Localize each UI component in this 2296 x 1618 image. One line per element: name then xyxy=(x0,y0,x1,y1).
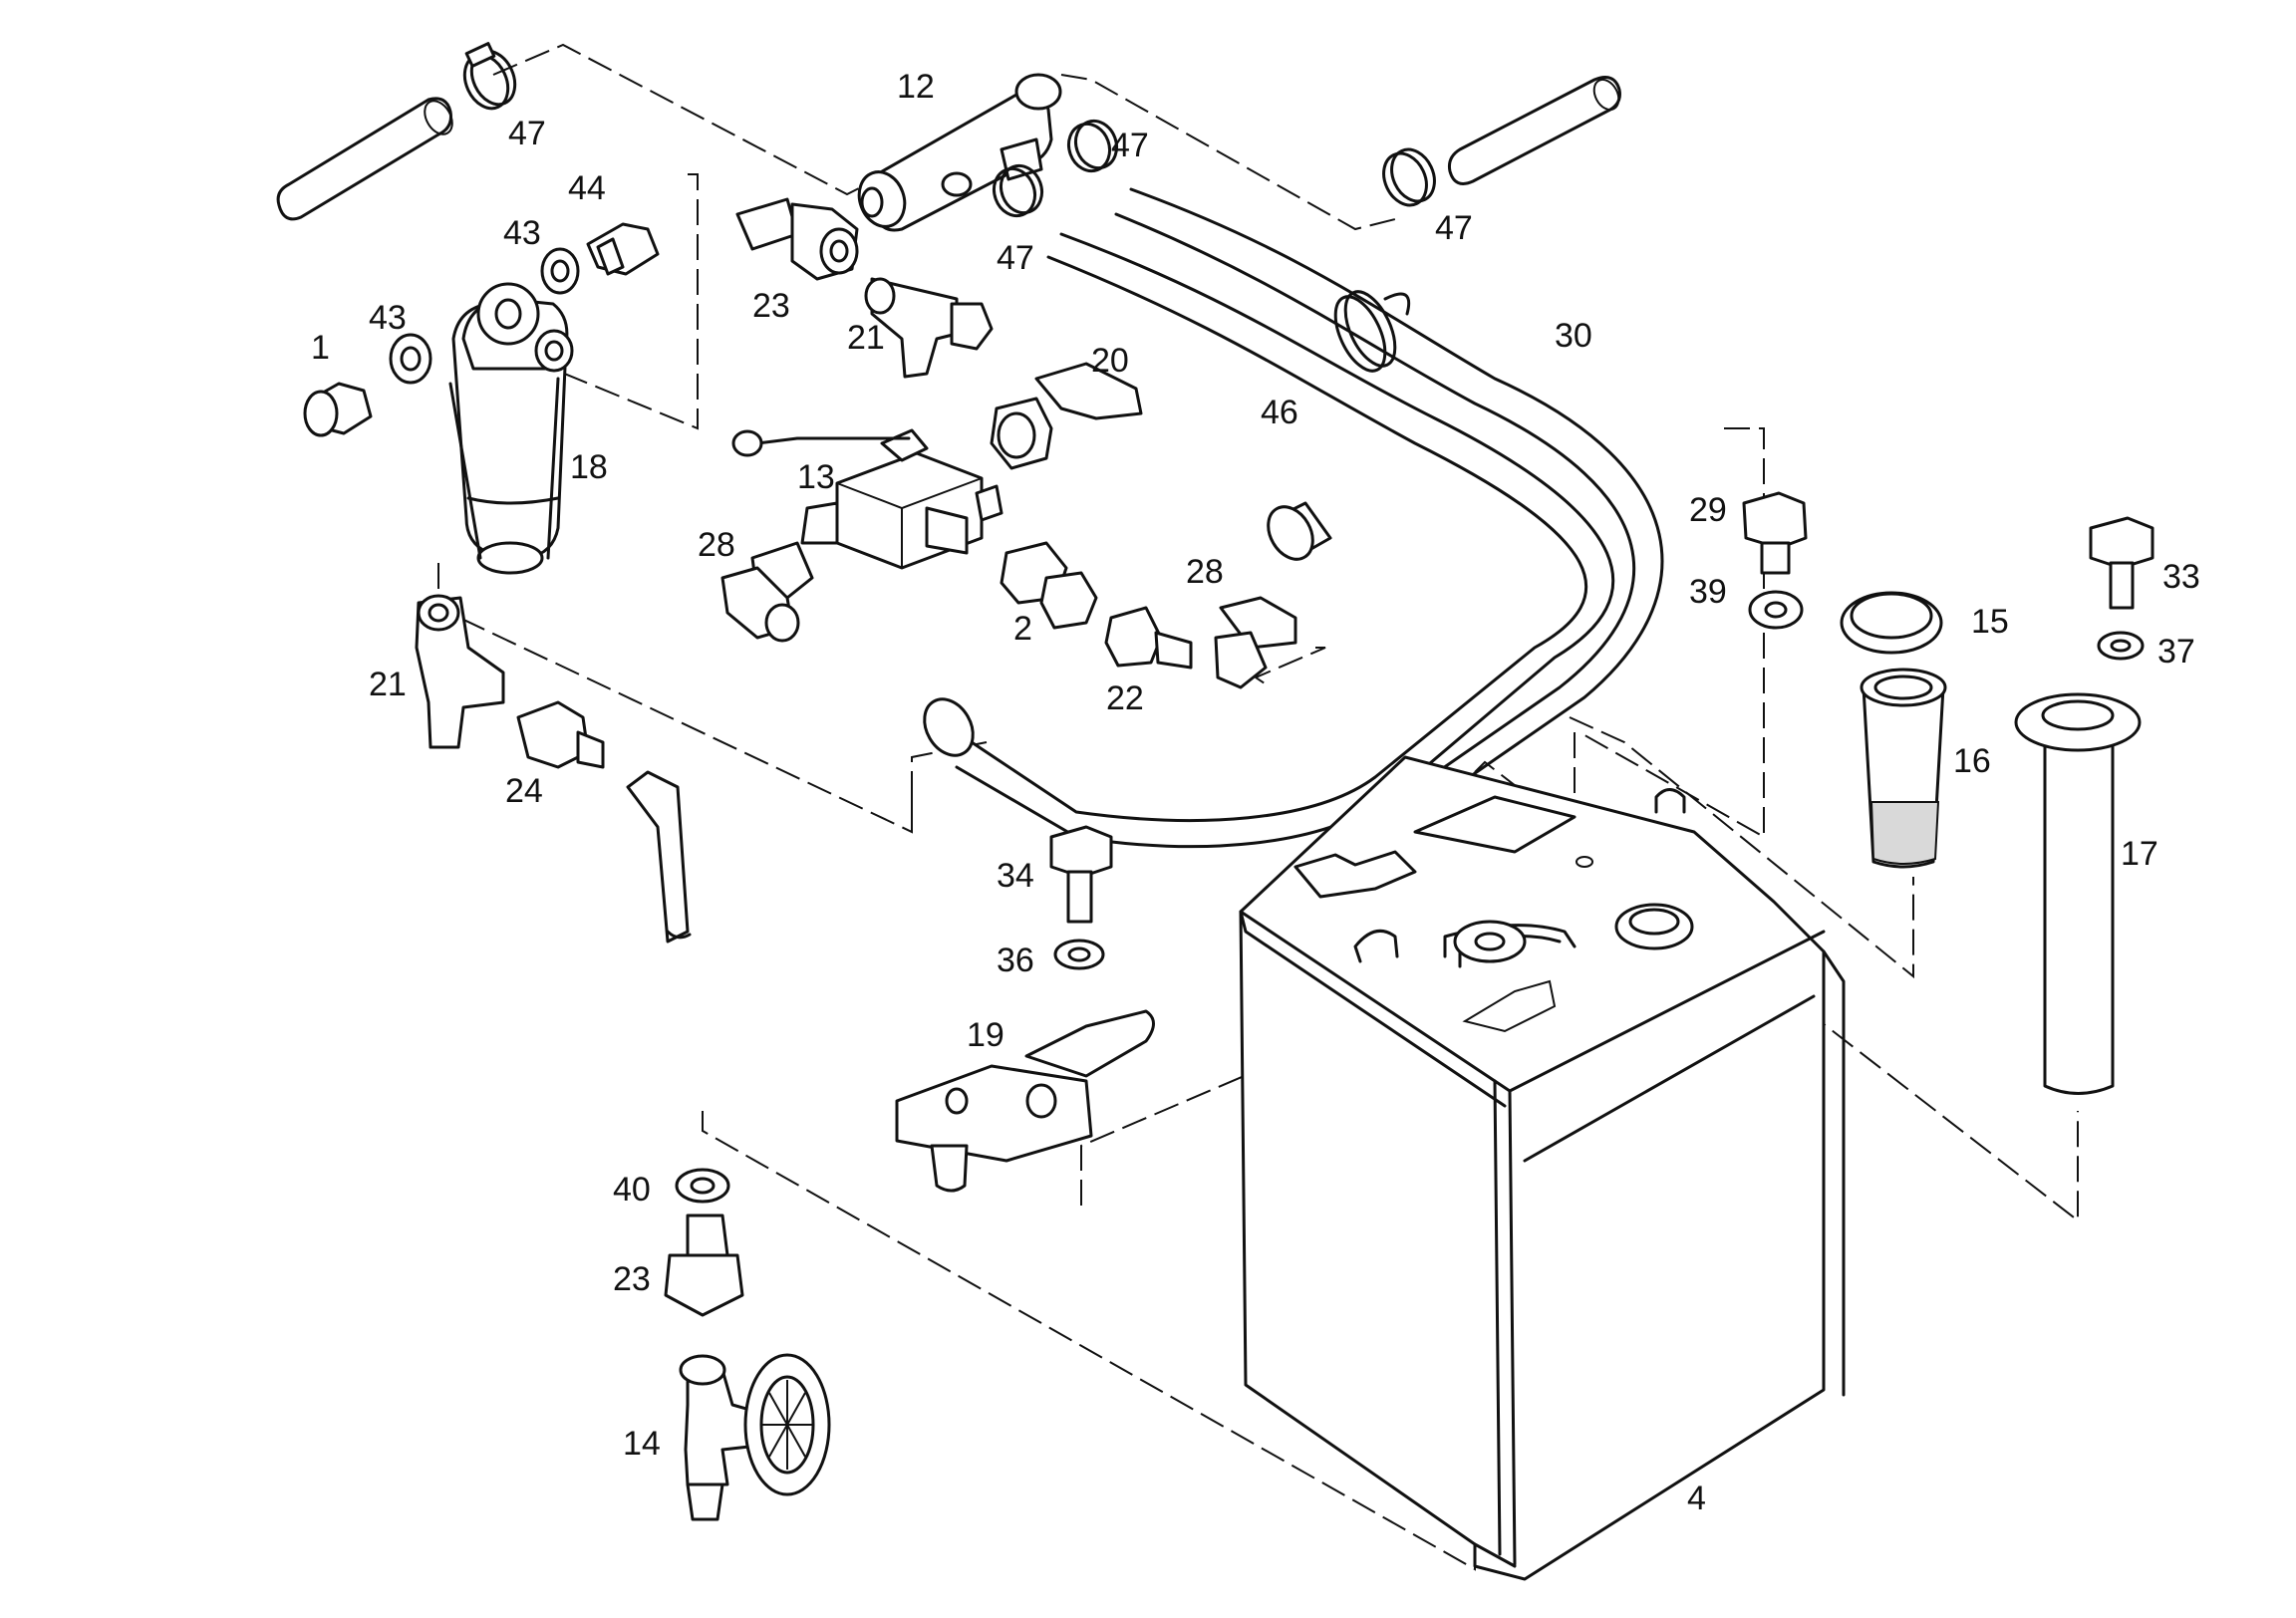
callout-39: 39 xyxy=(1689,573,1727,611)
callout-14: 14 xyxy=(623,1425,661,1463)
part-20-elbow-fitting xyxy=(990,362,1143,470)
pipe-stub xyxy=(626,770,692,944)
callout-44: 44 xyxy=(568,169,606,207)
hose-46-end-fitting-lower xyxy=(923,697,975,757)
part-19-toggle-clamp xyxy=(895,1009,1155,1193)
part-29-drain-plug xyxy=(1742,491,1808,575)
part-12-connector xyxy=(857,73,1062,232)
callout-19: 19 xyxy=(967,1016,1004,1054)
hose-upper-right xyxy=(1448,76,1621,185)
part-44-banjo-bolt xyxy=(586,222,660,276)
callout-15: 15 xyxy=(1971,603,2009,641)
callout-1: 1 xyxy=(311,329,330,367)
callout-22: 22 xyxy=(1106,679,1144,717)
callout-4: 4 xyxy=(1687,1480,1706,1517)
part-1-banjo-bolt xyxy=(303,382,373,437)
callout-43: 43 xyxy=(503,214,541,252)
hose-clamp-47-center-a xyxy=(1066,119,1119,173)
part-28-elbow-left xyxy=(720,541,814,643)
part-13-three-way-valve xyxy=(731,428,1004,570)
callout-47: 47 xyxy=(1435,209,1473,247)
part-34-bolt xyxy=(1049,825,1113,924)
hose-clamp-47-upper-left xyxy=(462,42,517,111)
part-43-washer-right xyxy=(540,247,580,295)
part-2-coupling-nut xyxy=(1000,541,1098,630)
part-28-elbow-right xyxy=(1214,596,1297,689)
part-36-lock-washer xyxy=(1053,939,1105,970)
callout-18: 18 xyxy=(570,448,608,486)
part-40-seal-washer xyxy=(675,1168,730,1204)
callout-30: 30 xyxy=(1555,317,1592,355)
hose-clamp-47-upper-right xyxy=(1382,147,1436,207)
callout-28: 28 xyxy=(698,526,735,564)
callout-36: 36 xyxy=(997,942,1034,979)
hose-clamp-47-center-b xyxy=(992,163,1044,218)
callout-28: 28 xyxy=(1186,553,1224,591)
callout-47: 47 xyxy=(997,239,1034,277)
callout-23: 23 xyxy=(752,287,790,325)
hose-bundle-clip xyxy=(1333,290,1411,373)
part-14-drain-valve xyxy=(679,1353,831,1521)
part-16-filler-strainer xyxy=(1860,668,1947,869)
hose-46-feed-line xyxy=(955,232,1615,849)
part-33-bolt xyxy=(2089,516,2154,610)
part-39-washer xyxy=(1748,590,1804,630)
part-24-fitting xyxy=(516,700,605,769)
part-23-fitting-upper xyxy=(735,197,859,281)
callout-12: 12 xyxy=(897,68,935,106)
callout-24: 24 xyxy=(505,772,543,810)
callout-labels: 47 12 47 47 47 44 43 43 1 23 21 20 30 46… xyxy=(311,68,2200,1517)
callout-40: 40 xyxy=(613,1171,651,1209)
hose-upper-left xyxy=(276,97,453,221)
callout-17: 17 xyxy=(2121,835,2158,873)
part-23-fitting-lower xyxy=(664,1214,744,1317)
part-18-fuel-filter xyxy=(448,282,574,575)
callout-16: 16 xyxy=(1953,742,1991,780)
callout-33: 33 xyxy=(2162,558,2200,596)
callout-47: 47 xyxy=(508,115,546,152)
callout-29: 29 xyxy=(1689,491,1727,529)
callout-21: 21 xyxy=(847,319,885,357)
part-21-tee-lower xyxy=(415,594,505,749)
callout-23: 23 xyxy=(613,1260,651,1298)
part-17-fuel-level-sender xyxy=(2014,692,2142,1095)
part-37-washer xyxy=(2097,631,2145,661)
part-15-filler-cap xyxy=(1840,591,1943,655)
hose-46-end-fitting-upper xyxy=(1267,501,1332,561)
hose-30-return-line xyxy=(1114,187,1664,789)
callout-47: 47 xyxy=(1111,127,1149,164)
callout-34: 34 xyxy=(997,857,1034,895)
callout-43: 43 xyxy=(369,299,407,337)
callout-21: 21 xyxy=(369,666,407,703)
part-43-washer-left xyxy=(389,333,432,385)
callout-13: 13 xyxy=(797,458,835,496)
part-4-fuel-tank xyxy=(1239,755,1846,1581)
callout-2: 2 xyxy=(1013,610,1032,648)
callout-37: 37 xyxy=(2157,633,2195,671)
part-21-tee-upper xyxy=(864,277,994,379)
callout-20: 20 xyxy=(1091,342,1129,380)
part-22-coupling-adapter xyxy=(1104,606,1193,670)
callout-46: 46 xyxy=(1261,394,1298,431)
